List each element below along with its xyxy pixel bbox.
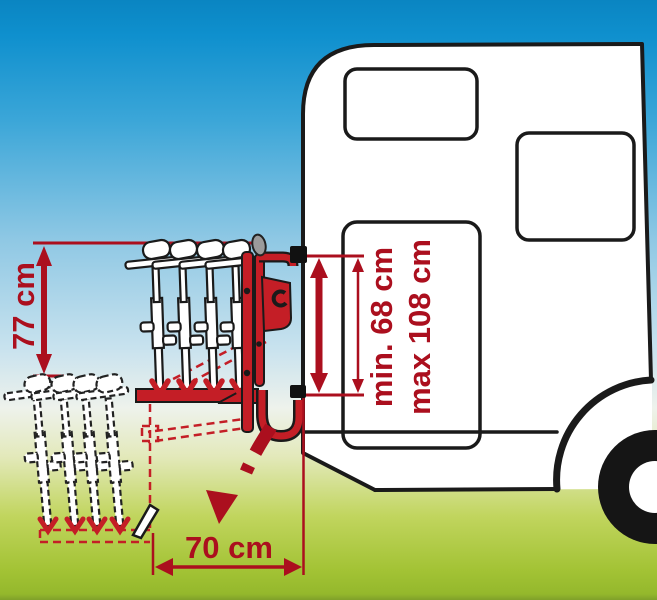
- bolt-upper: [243, 287, 251, 295]
- wheel-hub: [629, 461, 657, 513]
- door: [341, 220, 482, 450]
- fold-direction-arrow: [206, 423, 277, 524]
- dim-70-arrowhead-right: [284, 558, 302, 576]
- dim-70-arrowhead-left: [155, 558, 173, 576]
- raised-wheel-clamps: [149, 378, 251, 400]
- wheel-tire: [598, 430, 657, 544]
- wheel-arch: [553, 376, 655, 493]
- window-right: [515, 131, 636, 242]
- dim-77-arrow-shaft: [41, 262, 47, 358]
- label-max-108cm: max 108 cm: [402, 239, 437, 415]
- dimension-min-max: [290, 254, 364, 397]
- wall-bracket-top: [290, 246, 307, 263]
- caravan-outline: [301, 42, 653, 492]
- caravan-skirt-line: [373, 487, 559, 492]
- lowered-fold-flap: [131, 503, 160, 540]
- caravan: [301, 42, 657, 544]
- label-77cm: 77 cm: [6, 262, 41, 350]
- window-top-left: [343, 67, 479, 141]
- bolt-lower: [243, 369, 251, 377]
- label-min-68cm: min. 68 cm: [364, 247, 399, 407]
- bikes-lowered: [3, 373, 134, 528]
- dim-77-arrowhead-down: [36, 354, 52, 374]
- pivot-plate-slot: [271, 289, 288, 308]
- strut-joint-box: [140, 424, 160, 443]
- mechanism-top-tube: [259, 253, 297, 267]
- mechanism-main-post: [241, 251, 254, 433]
- bolt-mid: [256, 341, 262, 347]
- dim-77-arrowhead-up: [36, 246, 52, 266]
- j-hook-tube: [258, 390, 303, 440]
- rack-lowered-ghost: [3, 373, 160, 544]
- dim-wall-thin-arrow: [352, 258, 364, 393]
- dim-wall-thick-arrow: [310, 258, 328, 393]
- fold-arrow-curve: [240, 423, 277, 475]
- bike-rack-mechanism: [241, 233, 307, 443]
- bike-lowered-4: [75, 373, 134, 528]
- bike-raised-4: [204, 238, 261, 396]
- wall-bracket-bottom: [290, 385, 306, 398]
- bikes-raised: [124, 238, 261, 396]
- dimension-70cm: [151, 398, 305, 576]
- fold-arrowhead: [206, 490, 238, 524]
- label-70cm: 70 cm: [185, 530, 273, 565]
- lowered-wheel-clamps: [37, 516, 131, 536]
- handle-knob: [251, 233, 267, 257]
